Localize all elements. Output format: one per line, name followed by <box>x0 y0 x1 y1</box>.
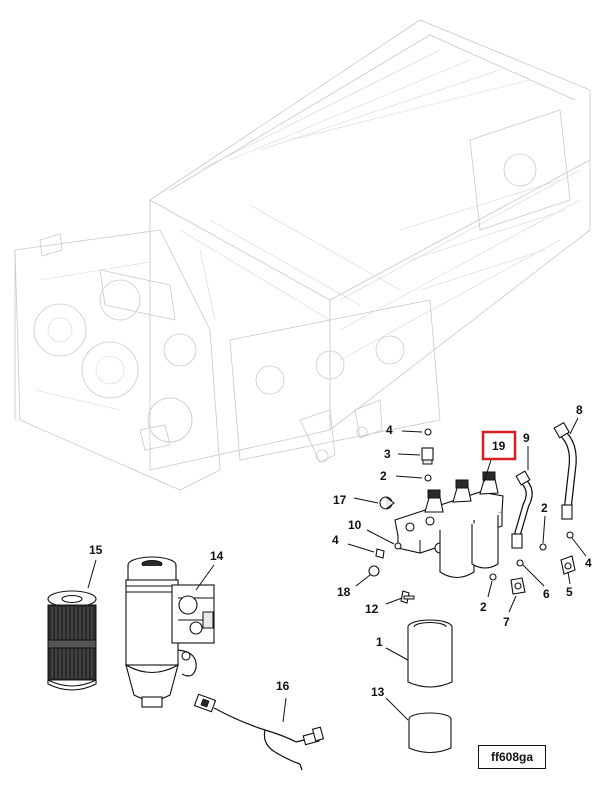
engine-block-ghost <box>14 19 591 491</box>
callout-19: 19 <box>492 439 506 453</box>
callout-2: 2 <box>480 600 487 614</box>
filter-element <box>47 559 97 691</box>
callout-14: 14 <box>210 549 224 563</box>
callout-1: 1 <box>376 635 383 649</box>
callout-12: 12 <box>365 602 379 616</box>
callout-17: 17 <box>333 493 347 507</box>
callout-9: 9 <box>523 431 530 445</box>
wiring-harness <box>193 693 325 771</box>
callout-2: 2 <box>380 469 387 483</box>
callout-6: 6 <box>543 587 550 601</box>
callout-2: 2 <box>541 501 548 515</box>
callout-3: 3 <box>384 447 391 461</box>
fuel-filter-assembly <box>125 556 215 708</box>
filter-element-1 <box>385 619 453 688</box>
filter-element-13 <box>385 697 452 754</box>
callout-4: 4 <box>585 556 592 570</box>
callout-18: 18 <box>337 585 351 599</box>
callout-10: 10 <box>348 518 362 532</box>
callout-labels: 1 2 2 2 3 4 4 4 5 6 7 8 9 10 12 13 14 15… <box>89 403 592 699</box>
callout-19-highlight-box <box>481 430 517 461</box>
callout-13: 13 <box>371 685 385 699</box>
callout-8: 8 <box>576 403 583 417</box>
callout-7: 7 <box>503 615 510 629</box>
filter-head-assembly <box>394 459 504 579</box>
callout-4: 4 <box>332 533 339 547</box>
callout-16: 16 <box>276 679 290 693</box>
fuel-hose-8 <box>553 417 579 520</box>
fuel-hose-9 <box>511 446 533 549</box>
fittings <box>347 428 587 613</box>
reference-code: ff608ga <box>478 745 546 769</box>
callout-5: 5 <box>566 585 573 599</box>
callout-4: 4 <box>386 423 393 437</box>
callout-15: 15 <box>89 543 103 557</box>
